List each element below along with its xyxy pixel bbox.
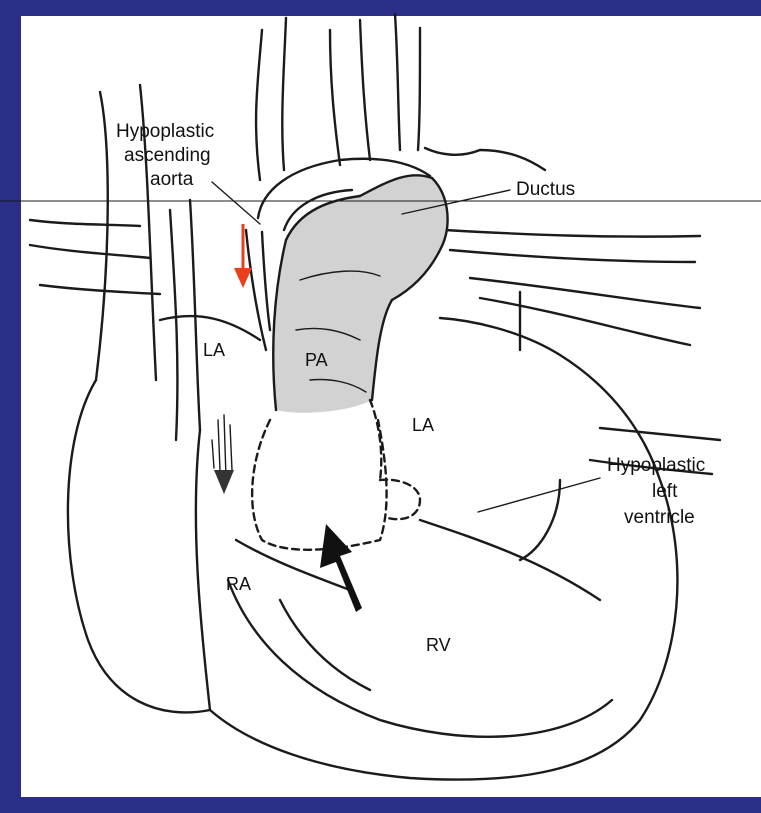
label-hypoplastic-left-ventricle-line1: Hypoplastic (607, 455, 705, 476)
label-pa: PA (305, 350, 328, 370)
label-hypoplastic-ascending-aorta-line3: aorta (150, 169, 194, 190)
black-up-arrow-icon (320, 524, 362, 612)
label-ra: RA (226, 574, 251, 594)
label-hypoplastic-left-ventricle-line2: left (652, 481, 678, 502)
pulmonary-artery-ductus (272, 175, 447, 413)
label-rv: RV (426, 635, 451, 655)
atrial-flow-shading (212, 415, 234, 494)
label-hypoplastic-ascending-aorta-line1: Hypoplastic (116, 121, 214, 142)
label-la-upper: LA (203, 340, 225, 360)
dashed-hypoplastic-region (252, 400, 420, 550)
label-hypoplastic-ascending-aorta-line2: ascending (124, 145, 211, 166)
label-la-lower: LA (412, 415, 434, 435)
label-hypoplastic-left-ventricle-line3: ventricle (624, 507, 695, 528)
label-ductus: Ductus (516, 179, 575, 200)
